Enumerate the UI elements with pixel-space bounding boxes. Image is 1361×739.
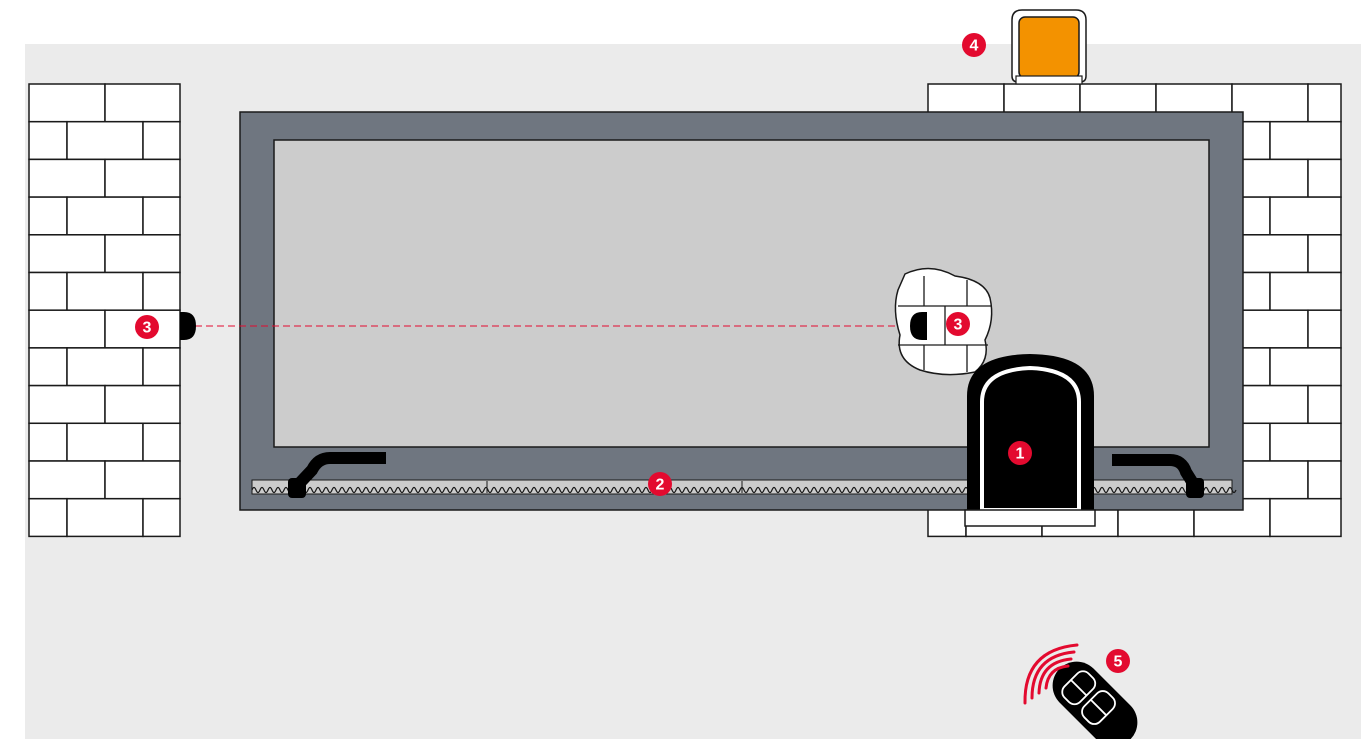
marker-remote-control: 5 — [1106, 649, 1130, 673]
photocell-cutaway — [894, 267, 993, 376]
brick — [104, 234, 181, 274]
brick — [28, 158, 106, 198]
marker-flashing-light: 4 — [962, 33, 986, 57]
brick — [1269, 120, 1342, 161]
brick — [142, 120, 181, 161]
brick — [28, 384, 106, 425]
brick — [28, 271, 68, 311]
marker-label: 5 — [1114, 654, 1123, 671]
brick — [1307, 234, 1342, 274]
brick — [28, 422, 68, 462]
brick — [66, 120, 144, 161]
marker-label: 3 — [954, 317, 963, 334]
brick — [1307, 384, 1342, 425]
marker-photocell-left: 3 — [135, 315, 159, 339]
photocell-icon — [910, 312, 927, 340]
brick — [1307, 309, 1342, 349]
brick — [142, 422, 181, 462]
brick — [28, 234, 106, 274]
marker-label: 2 — [656, 477, 665, 494]
marker-motor: 1 — [1008, 441, 1032, 465]
brick — [1269, 422, 1342, 462]
photocell-icon — [180, 312, 196, 340]
brick — [66, 497, 144, 538]
left-brick-pillar — [28, 83, 181, 538]
right-gate-stop-icon — [1112, 454, 1204, 498]
brick — [28, 460, 106, 500]
brick — [142, 497, 181, 538]
brick — [1269, 497, 1342, 538]
marker-label: 3 — [143, 320, 152, 337]
brick — [66, 422, 144, 462]
brick — [104, 158, 181, 198]
brick — [28, 120, 68, 161]
brick — [1307, 83, 1342, 123]
brick — [1269, 347, 1342, 387]
motor-icon — [964, 354, 1096, 527]
brick — [28, 347, 68, 387]
brick — [104, 83, 181, 123]
brick — [28, 196, 68, 236]
brick — [66, 347, 144, 387]
signal-waves-icon — [1023, 643, 1079, 705]
brick — [104, 384, 181, 425]
brick — [66, 196, 144, 236]
brick — [1307, 158, 1342, 198]
marker-label: 1 — [1016, 446, 1025, 463]
flashing-light-icon — [1011, 9, 1087, 85]
brick — [142, 347, 181, 387]
marker-rack: 2 — [648, 472, 672, 496]
marker-photocell-right: 3 — [946, 312, 970, 336]
brick — [142, 271, 181, 311]
brick — [28, 497, 68, 538]
brick — [1231, 158, 1309, 198]
brick — [28, 309, 106, 349]
brick — [104, 460, 181, 500]
brick — [1307, 460, 1342, 500]
brick — [1269, 196, 1342, 236]
left-gate-stop-icon — [288, 452, 386, 498]
marker-label: 4 — [970, 38, 979, 55]
brick — [66, 271, 144, 311]
remote-control-icon — [1052, 661, 1138, 739]
brick — [142, 196, 181, 236]
brick — [28, 83, 106, 123]
brick — [1231, 234, 1309, 274]
brick — [1269, 271, 1342, 311]
